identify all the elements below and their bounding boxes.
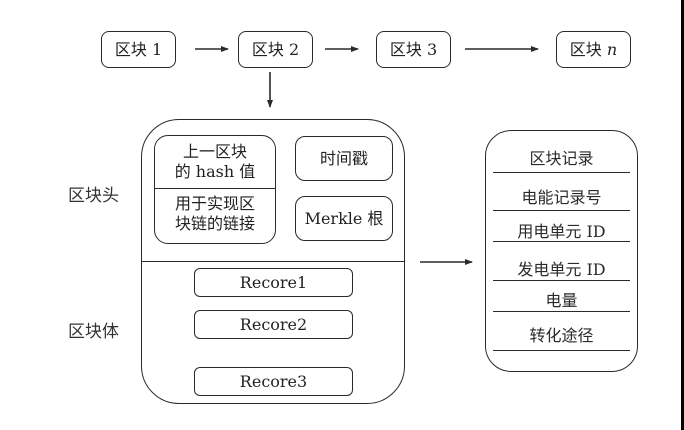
block-2: 区块 2	[238, 31, 313, 68]
record-divider	[493, 311, 630, 312]
merkle-root-label: Merkle 根	[304, 208, 384, 228]
timestamp-label: 时间戳	[319, 148, 368, 168]
record-1-label: Recore1	[239, 272, 308, 292]
record-divider	[493, 172, 630, 173]
header-body-divider	[142, 261, 404, 262]
record-divider	[493, 241, 630, 242]
block-structure	[141, 119, 405, 404]
block-record-title: 区块记录	[529, 149, 594, 168]
record-1: Recore1	[194, 268, 353, 297]
record-field-conversion-path: 转化途径	[529, 326, 594, 345]
chain-link-text: 用于实现区 块链的链接	[155, 194, 275, 234]
right-edge-strip	[681, 0, 684, 430]
block-header-label: 区块头	[68, 186, 119, 206]
prev-hash-box: 上一区块 的 hash 值 用于实现区 块链的链接	[154, 135, 276, 244]
block-3-number: 3	[426, 39, 438, 59]
record-field-quantity: 电量	[545, 291, 578, 310]
block-n: 区块 n	[556, 31, 631, 68]
block-n-label: 区块	[569, 39, 602, 59]
record-3: Recore3	[194, 367, 353, 396]
timestamp-box: 时间戳	[295, 136, 393, 181]
prev-hash-line1: 上一区块	[182, 142, 247, 161]
record-3-label: Recore3	[239, 371, 308, 391]
record-divider	[493, 210, 630, 211]
block-3-label: 区块	[389, 39, 422, 59]
prev-hash-divider	[155, 188, 275, 189]
block-2-label: 区块	[251, 39, 284, 59]
block-1: 区块 1	[101, 31, 176, 68]
record-field-consumer-id: 用电单元 ID	[517, 222, 606, 241]
block-record: 区块记录 电能记录号 用电单元 ID 发电单元 ID 电量 转化途径	[485, 130, 638, 372]
chain-link-line2: 块链的链接	[174, 214, 255, 233]
record-divider	[493, 280, 630, 281]
block-body-label: 区块体	[68, 322, 119, 342]
prev-hash-text: 上一区块 的 hash 值	[155, 142, 275, 182]
merkle-root-box: Merkle 根	[295, 196, 393, 241]
record-field-energy-id: 电能记录号	[521, 188, 602, 207]
block-3: 区块 3	[376, 31, 451, 68]
block-1-label: 区块	[114, 39, 147, 59]
record-2-label: Recore2	[239, 314, 308, 334]
prev-hash-line2: 的 hash 值	[174, 162, 256, 181]
block-1-number: 1	[151, 39, 163, 59]
block-2-number: 2	[288, 39, 300, 59]
record-divider	[493, 350, 630, 351]
block-n-number: n	[606, 39, 618, 59]
record-2: Recore2	[194, 310, 353, 339]
record-field-generator-id: 发电单元 ID	[517, 260, 606, 279]
chain-link-line1: 用于实现区	[174, 194, 255, 213]
